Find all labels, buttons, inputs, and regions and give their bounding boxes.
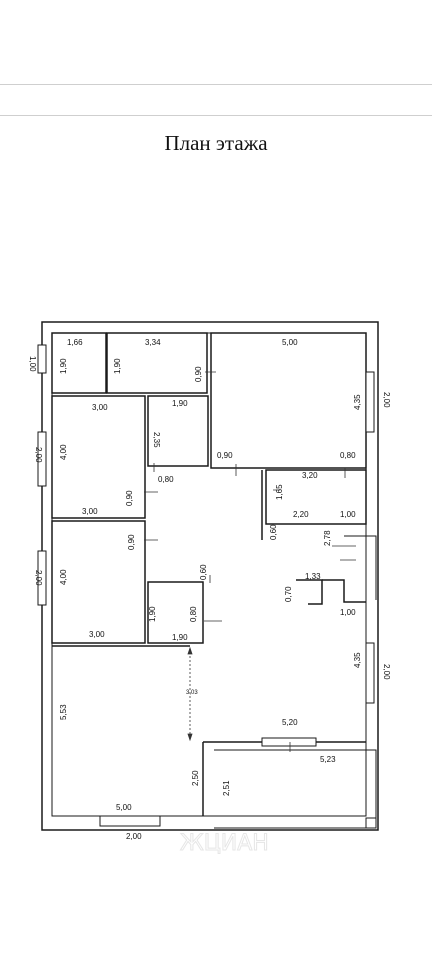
watermark-text: ЖЦИАН [180, 831, 269, 856]
room-bedroom-left-1 [51, 395, 146, 519]
outer-wall [41, 321, 379, 831]
dim-label: 0,80 [189, 606, 198, 622]
window-bottom [99, 815, 161, 827]
dim-label: 0,90 [194, 366, 203, 382]
dim-label: 5,00 [116, 803, 132, 812]
page-title: План этажа [164, 131, 268, 155]
header-divider-bottom [0, 115, 432, 116]
dim-label: 2,00 [34, 570, 43, 586]
dim-label: 1,66 [67, 338, 83, 347]
dim-label: 1,90 [59, 358, 68, 374]
dim-label: 1,65 [275, 484, 284, 500]
room-small-1 [51, 332, 107, 394]
dim-label: 4,00 [59, 444, 68, 460]
dim-label: 3,20 [302, 471, 318, 480]
dim-label: 5,20 [282, 718, 298, 727]
dim-label: 1,90 [148, 606, 157, 622]
dim-label: 0,90 [217, 451, 233, 460]
window-terrace [261, 737, 317, 747]
dim-label: 1,90 [113, 358, 122, 374]
dim-label: 1,33 [305, 572, 321, 581]
dim-label: 3,34 [145, 338, 161, 347]
dim-label: 0,80 [158, 475, 174, 484]
partition-3 [322, 579, 366, 603]
dim-label: 2,78 [323, 530, 332, 546]
dim-label: 1,00 [28, 356, 37, 372]
room-right-small [265, 469, 367, 525]
dim-label: 0,90 [125, 490, 134, 506]
window-right-1 [365, 371, 375, 433]
dim-label: 4,00 [59, 569, 68, 585]
room-bedroom-left-2 [51, 520, 146, 644]
dim-label: 3,03 [186, 690, 198, 696]
window-left-3 [37, 550, 47, 606]
dimension-labels: 1,66 3,34 5,00 1,90 1,90 0,90 1,00 3,00 … [28, 338, 391, 841]
dim-label: 5,00 [282, 338, 298, 347]
room-small-2 [106, 332, 208, 394]
dim-label: 2,00 [34, 447, 43, 463]
dim-label: 2,20 [293, 510, 309, 519]
dim-label: 0,60 [199, 564, 208, 580]
dim-label: 0,80 [340, 451, 356, 460]
dim-label: 5,23 [320, 755, 336, 764]
header-divider-top [0, 84, 432, 85]
room-middle-small [147, 395, 209, 467]
dim-label: 4,35 [353, 394, 362, 410]
terrace-post [365, 817, 377, 829]
dim-label: 2,00 [382, 664, 391, 680]
windows [37, 344, 375, 827]
dim-label: 3,00 [92, 403, 108, 412]
dim-label: 2,00 [382, 392, 391, 408]
terrace-outline [214, 749, 377, 829]
dim-label: 0,90 [127, 534, 136, 550]
dim-label: 1,00 [340, 510, 356, 519]
dim-label: 1,90 [172, 399, 188, 408]
room-lower-small [147, 581, 204, 644]
dim-label: 2,50 [191, 770, 200, 786]
partition-2 [296, 579, 323, 605]
walls [41, 321, 379, 831]
dim-label: 1,90 [172, 633, 188, 642]
dim-label: 1,00 [340, 608, 356, 617]
bay-outline [344, 535, 377, 600]
dim-label: 2,35 [152, 432, 161, 448]
dim-label: 2,00 [126, 832, 142, 841]
window-left-2 [37, 431, 47, 487]
dim-label: 4,35 [353, 652, 362, 668]
dim-label: 0,70 [284, 586, 293, 602]
dim-label: 5,53 [59, 704, 68, 720]
door-marks [144, 371, 356, 752]
dim-label: 3,00 [82, 507, 98, 516]
dim-label: 2,51 [222, 780, 231, 796]
room-bedroom-top-right [210, 332, 367, 469]
window-left-1 [37, 344, 47, 374]
dim-label: 3,00 [89, 630, 105, 639]
window-right-2 [365, 642, 375, 704]
dim-label: 0,60 [269, 524, 278, 540]
